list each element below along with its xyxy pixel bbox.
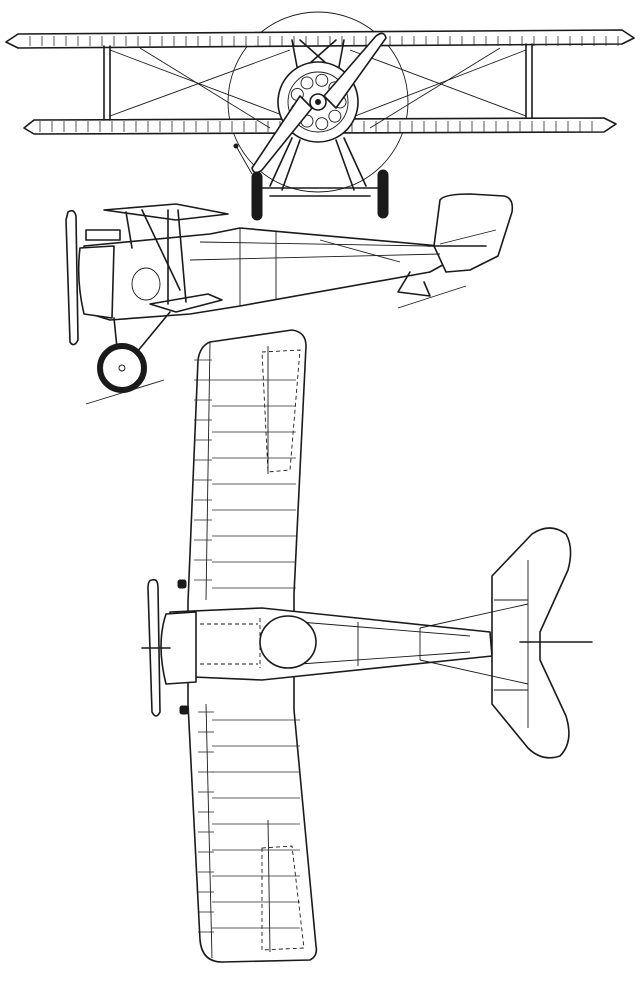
front-view xyxy=(5,11,635,221)
side-fuselage-details xyxy=(189,228,441,306)
side-view xyxy=(65,193,514,405)
wing-gun-upper xyxy=(177,579,187,589)
top-view xyxy=(141,329,593,963)
front-upper-wing-ribs xyxy=(29,36,619,46)
top-wing-ribs xyxy=(194,359,300,933)
right-wheel xyxy=(377,169,389,219)
side-fuselage xyxy=(83,227,449,321)
side-propeller xyxy=(65,209,79,346)
ground-line-rear xyxy=(397,285,467,309)
front-landing-gear xyxy=(261,137,379,197)
left-wheel xyxy=(251,171,263,221)
propeller-blade-upper xyxy=(323,32,387,109)
tail-skid xyxy=(397,271,431,297)
side-cowling xyxy=(77,245,115,319)
machine-gun xyxy=(85,229,121,241)
side-struts xyxy=(125,209,187,305)
side-cockpit-panel xyxy=(131,267,161,301)
bracing-wires xyxy=(109,47,527,129)
wing-gun-lower xyxy=(179,705,189,715)
side-rudder xyxy=(433,193,514,273)
side-lower-wing xyxy=(149,293,223,313)
top-fuselage xyxy=(169,607,493,681)
side-wheel xyxy=(97,343,147,393)
side-upper-wing xyxy=(103,203,229,221)
front-upper-wing xyxy=(5,29,635,49)
top-cowling xyxy=(160,611,197,685)
top-tailplane xyxy=(491,527,572,759)
rotary-engine xyxy=(287,71,349,133)
top-cockpit xyxy=(259,615,317,669)
